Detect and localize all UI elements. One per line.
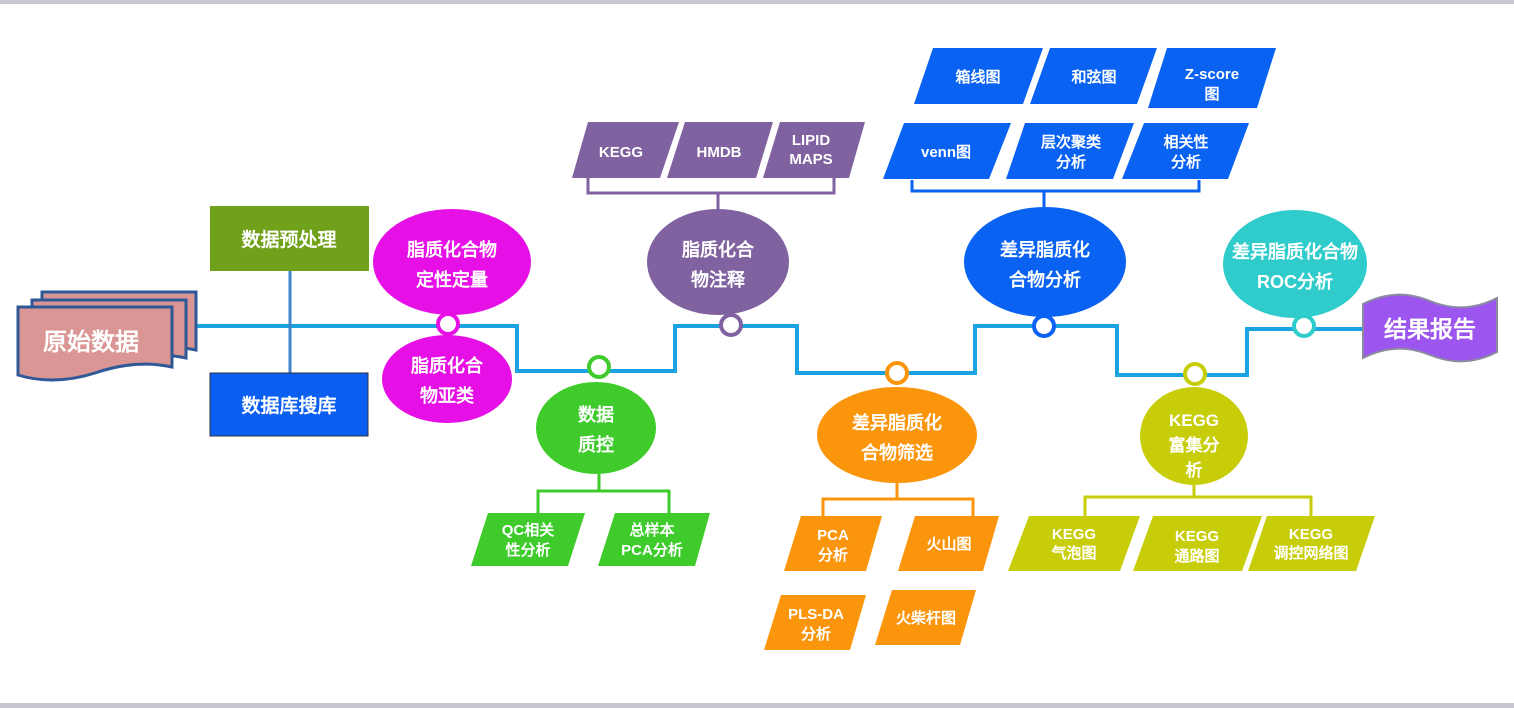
screen-item-line2: 分析 [818, 546, 848, 564]
quant-line1: 脂质化合物 [407, 239, 497, 260]
diff-item-line1: 相关性 [1163, 133, 1208, 151]
diff-line1: 差异脂质化 [1000, 239, 1090, 260]
qc-item-line1: QC相关 [502, 521, 555, 539]
qc-junction [587, 355, 611, 379]
diff-item-line1: Z-score [1185, 66, 1239, 83]
dbsearch-node: 数据库搜库 [209, 372, 369, 437]
screen-line1: 差异脂质化 [852, 412, 942, 433]
annot-line2: 物注释 [691, 269, 746, 290]
report-node: 结果报告 [1362, 293, 1498, 363]
diff-item-line1: venn图 [921, 144, 971, 161]
screen-node: 差异脂质化 合物筛选 [817, 387, 977, 483]
qc-bracket [536, 474, 671, 513]
diff-item-line2: 分析 [1056, 153, 1086, 171]
diff-item: venn图 [883, 123, 1011, 179]
roc-junction [1292, 314, 1316, 338]
diff-item: 相关性 分析 [1122, 123, 1249, 179]
annot-line1: 脂质化合 [682, 239, 755, 260]
diff-item: Z-score 图 [1148, 48, 1276, 108]
diff-line2: 合物分析 [1009, 269, 1081, 290]
diff-item-line1: 和弦图 [1071, 68, 1116, 86]
roc-node: 差异脂质化合物 ROC分析 [1223, 210, 1367, 318]
qc-item: QC相关 性分析 [471, 513, 585, 566]
annot-node: 脂质化合 物注释 [647, 209, 789, 315]
diff-bracket [910, 180, 1201, 207]
kegg-line1: KEGG [1169, 411, 1219, 430]
quant-node: 脂质化合物 定性定量 [373, 209, 531, 315]
kegg-node: KEGG 富集分 析 [1140, 387, 1248, 485]
kegg-item: KEGG 气泡图 [1008, 516, 1140, 571]
screen-item-line1: PCA [817, 527, 849, 544]
annot-item-line2: MAPS [789, 151, 832, 168]
qc-line2: 质控 [578, 434, 614, 455]
annot-bracket [586, 178, 836, 209]
quant-line2: 定性定量 [416, 269, 488, 290]
raw-data-node: 原始数据 [16, 290, 198, 382]
screen-item-line1: 火山图 [926, 536, 971, 553]
kegg-junction [1183, 362, 1207, 386]
diff-item: 和弦图 [1030, 48, 1157, 104]
diff-item-line1: 层次聚类 [1041, 133, 1102, 151]
kegg-line2: 富集分 [1169, 435, 1220, 455]
qc-item-line2: PCA分析 [621, 541, 683, 559]
qc-item-line1: 总样本 [629, 521, 674, 539]
qc-item: 总样本 PCA分析 [598, 513, 710, 566]
diff-item-line2: 图 [1204, 86, 1219, 103]
diff-item: 层次聚类 分析 [1006, 123, 1134, 179]
subclass-node: 脂质化合 物亚类 [382, 335, 512, 423]
kegg-item-line2: 气泡图 [1050, 544, 1096, 562]
screen-item: PCA 分析 [784, 516, 882, 571]
annot-item-line1: KEGG [599, 144, 643, 161]
screen-line2: 合物筛选 [861, 442, 933, 463]
annot-item: HMDB [667, 122, 773, 178]
screen-item-line1: PLS-DA [788, 606, 844, 623]
kegg-line3: 析 [1186, 460, 1203, 480]
screen-item: 火山图 [898, 516, 999, 571]
annot-item-line1: HMDB [697, 144, 742, 161]
screen-item-line2: 分析 [801, 625, 831, 643]
kegg-item-line2: 调控网络图 [1273, 544, 1348, 562]
kegg-item-line1: KEGG [1175, 528, 1219, 545]
annot-item: LIPID MAPS [763, 122, 865, 178]
screen-item: 火柴杆图 [875, 590, 976, 645]
qc-node: 数据 质控 [536, 382, 656, 474]
report-label: 结果报告 [1384, 316, 1476, 342]
quant-junction [436, 312, 460, 336]
dbsearch-label: 数据库搜库 [241, 394, 336, 417]
annot-junction [719, 313, 743, 337]
qc-line1: 数据 [578, 404, 614, 425]
preprocess-label: 数据预处理 [241, 228, 336, 251]
kegg-item-line2: 通路图 [1174, 547, 1219, 565]
diff-node: 差异脂质化 合物分析 [964, 207, 1126, 317]
screen-item-line1: 火柴杆图 [896, 609, 956, 627]
diff-item: 箱线图 [914, 48, 1043, 104]
kegg-item-line1: KEGG [1052, 526, 1096, 543]
diff-item-line2: 分析 [1171, 153, 1201, 171]
kegg-item: KEGG 调控网络图 [1248, 516, 1375, 571]
diff-junction [1032, 314, 1056, 338]
preprocess-node: 数据预处理 [210, 206, 369, 271]
qc-item-line2: 性分析 [505, 541, 550, 559]
subclass-line2: 物亚类 [420, 385, 475, 406]
raw-data-label: 原始数据 [43, 329, 139, 356]
roc-line2: ROC分析 [1257, 271, 1333, 292]
subclass-line1: 脂质化合 [411, 355, 484, 376]
screen-bracket [821, 483, 975, 516]
kegg-bracket [1083, 485, 1313, 516]
annot-item-line1: LIPID [792, 132, 831, 149]
roc-line1: 差异脂质化合物 [1232, 241, 1358, 262]
kegg-item-line1: KEGG [1289, 526, 1333, 543]
kegg-item: KEGG 通路图 [1133, 516, 1262, 571]
annot-item: KEGG [572, 122, 679, 178]
bottom-border [0, 703, 1514, 708]
screen-junction [885, 361, 909, 385]
top-border [0, 0, 1514, 4]
diff-item-line1: 箱线图 [955, 68, 1000, 86]
screen-item: PLS-DA 分析 [764, 595, 866, 650]
